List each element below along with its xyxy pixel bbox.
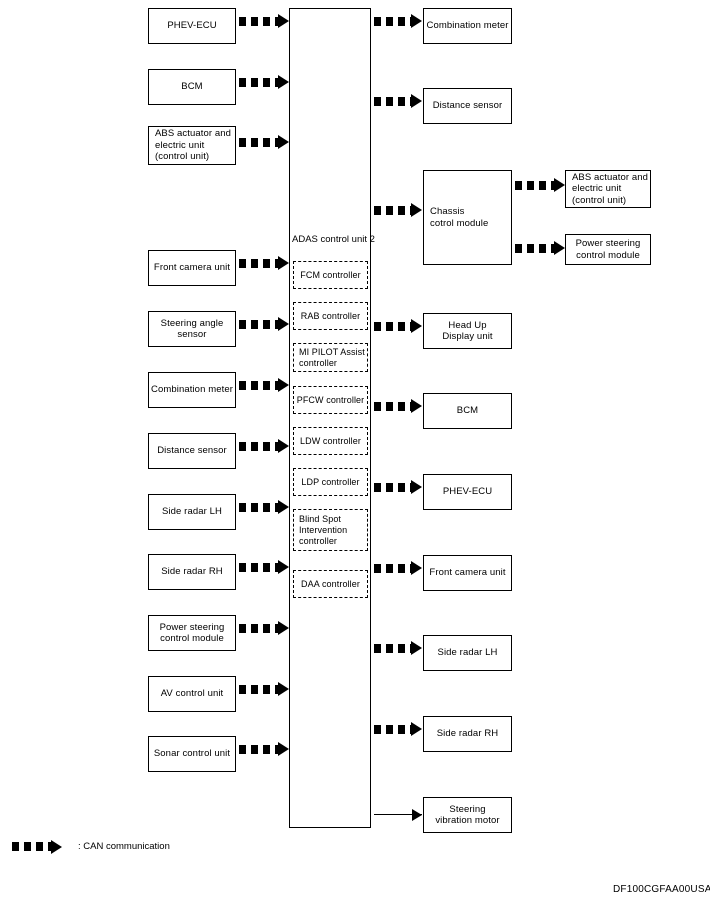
- input-node-phev-ecu: PHEV-ECU: [148, 8, 236, 44]
- output-node-phev-ecu-label: PHEV-ECU: [442, 486, 493, 498]
- output-node-bcm-label: BCM: [456, 405, 479, 417]
- input-node-phev-ecu-label: PHEV-ECU: [167, 20, 217, 32]
- sub-controller-rab-controller: RAB controller: [293, 302, 368, 330]
- input-node-front-camera-unit-label: Front camera unit: [153, 262, 231, 274]
- output-node-head-up-display-unit: Head Up Display unit: [423, 313, 512, 349]
- output-node-distance-sensor: Distance sensor: [423, 88, 512, 124]
- far-right-node-abs-actuator-and-electric-unit-control-u: ABS actuator and electric unit (control …: [565, 170, 651, 208]
- can-arrow-to-side-radar-lh: [374, 641, 422, 655]
- input-node-combination-meter: Combination meter: [148, 372, 236, 408]
- output-node-side-radar-lh-label: Side radar LH: [437, 647, 498, 659]
- can-arrow-from-abs-actuator-and-electric-unit-control-u: [239, 135, 289, 149]
- input-node-steering-angle-sensor: Steering angle sensor: [148, 311, 236, 347]
- output-node-front-camera-unit-label: Front camera unit: [429, 567, 506, 579]
- input-node-av-control-unit-label: AV control unit: [160, 688, 224, 700]
- can-communication-arrow-icon: [12, 839, 62, 854]
- input-node-steering-angle-sensor-label: Steering angle sensor: [160, 317, 224, 341]
- legend: : CAN communication: [12, 839, 170, 854]
- can-arrow-from-side-radar-rh: [239, 560, 289, 574]
- adas-control-unit-2-label: ADAS control unit 2: [292, 234, 375, 245]
- sub-controller-fcm-controller: FCM controller: [293, 261, 368, 289]
- output-node-chassis-cotrol-module-label: Chassis cotrol module: [430, 206, 489, 229]
- input-node-abs-actuator-and-electric-unit-control-u-label: ABS actuator and electric unit (control …: [155, 128, 232, 163]
- can-arrow-to-head-up-display-unit: [374, 319, 422, 333]
- input-node-sonar-control-unit: Sonar control unit: [148, 736, 236, 772]
- can-arrow-to-combination-meter: [374, 14, 422, 28]
- can-arrow-to-side-radar-rh: [374, 722, 422, 736]
- can-arrow-chassis-to-power-steering-control-module: [515, 241, 565, 255]
- far-right-node-abs-actuator-and-electric-unit-control-u-label: ABS actuator and electric unit (control …: [572, 171, 649, 206]
- can-arrow-to-chassis-cotrol-module: [374, 203, 422, 217]
- can-arrow-from-av-control-unit: [239, 682, 289, 696]
- sub-controller-ldp-controller: LDP controller: [293, 468, 368, 496]
- output-node-front-camera-unit: Front camera unit: [423, 555, 512, 591]
- can-arrow-from-sonar-control-unit: [239, 742, 289, 756]
- output-node-distance-sensor-label: Distance sensor: [432, 100, 503, 112]
- input-node-sonar-control-unit-label: Sonar control unit: [153, 748, 231, 760]
- can-arrow-from-phev-ecu: [239, 14, 289, 28]
- input-node-distance-sensor: Distance sensor: [148, 433, 236, 469]
- sub-controller-label: RAB controller: [300, 310, 361, 321]
- input-node-side-radar-rh-label: Side radar RH: [161, 566, 223, 578]
- can-arrow-to-distance-sensor: [374, 94, 422, 108]
- solid-arrow-to-steering-vibration-motor: [374, 808, 422, 821]
- sub-controller-pfcw-controller: PFCW controller: [293, 386, 368, 414]
- sub-controller-label: FCM controller: [300, 269, 361, 280]
- output-node-combination-meter-label: Combination meter: [426, 20, 509, 32]
- adas-control-unit-2-box: [289, 8, 371, 828]
- input-node-abs-actuator-and-electric-unit-control-u: ABS actuator and electric unit (control …: [148, 126, 236, 165]
- output-node-bcm: BCM: [423, 393, 512, 429]
- can-arrow-from-distance-sensor: [239, 439, 289, 453]
- can-arrow-to-front-camera-unit: [374, 561, 422, 575]
- sub-controller-label: Blind Spot Intervention controller: [299, 513, 348, 546]
- output-node-side-radar-rh-label: Side radar RH: [436, 728, 499, 740]
- document-code: DF100CGFAA00USA: [613, 884, 710, 895]
- can-arrow-from-power-steering-control-module: [239, 621, 289, 635]
- can-arrow-from-side-radar-lh: [239, 500, 289, 514]
- output-node-chassis-cotrol-module: Chassis cotrol module: [423, 170, 512, 265]
- input-node-power-steering-control-module: Power steering control module: [148, 615, 236, 651]
- output-node-steering-vibration-motor-label: Steering vibration motor: [435, 803, 500, 827]
- sub-controller-label: MI PILOT Assist controller: [299, 346, 365, 368]
- far-right-node-power-steering-control-module: Power steering control module: [565, 234, 651, 265]
- can-arrow-from-front-camera-unit: [239, 256, 289, 270]
- input-node-bcm-label: BCM: [181, 81, 203, 93]
- can-arrow-from-steering-angle-sensor: [239, 317, 289, 331]
- output-node-phev-ecu: PHEV-ECU: [423, 474, 512, 510]
- sub-controller-daa-controller: DAA controller: [293, 570, 368, 598]
- output-node-steering-vibration-motor: Steering vibration motor: [423, 797, 512, 833]
- input-node-side-radar-rh: Side radar RH: [148, 554, 236, 590]
- input-node-av-control-unit: AV control unit: [148, 676, 236, 712]
- sub-controller-ldw-controller: LDW controller: [293, 427, 368, 455]
- input-node-side-radar-lh: Side radar LH: [148, 494, 236, 530]
- output-node-head-up-display-unit-label: Head Up Display unit: [442, 319, 493, 343]
- can-arrow-from-bcm: [239, 75, 289, 89]
- sub-controller-label: LDP controller: [301, 476, 360, 487]
- input-node-bcm: BCM: [148, 69, 236, 105]
- can-arrow-to-phev-ecu: [374, 480, 422, 494]
- sub-controller-label: PFCW controller: [296, 394, 365, 405]
- input-node-side-radar-lh-label: Side radar LH: [162, 506, 222, 518]
- can-arrow-to-bcm: [374, 399, 422, 413]
- can-arrow-from-combination-meter: [239, 378, 289, 392]
- far-right-node-power-steering-control-module-label: Power steering control module: [575, 238, 641, 261]
- sub-controller-blind-spot-intervention-controller: Blind Spot Intervention controller: [293, 509, 368, 551]
- output-node-side-radar-lh: Side radar LH: [423, 635, 512, 671]
- output-node-side-radar-rh: Side radar RH: [423, 716, 512, 752]
- sub-controller-label: LDW controller: [300, 435, 361, 446]
- input-node-front-camera-unit: Front camera unit: [148, 250, 236, 286]
- sub-controller-mi-pilot-assist-controller: MI PILOT Assist controller: [293, 343, 368, 372]
- input-node-distance-sensor-label: Distance sensor: [157, 445, 227, 457]
- input-node-power-steering-control-module-label: Power steering control module: [159, 621, 225, 645]
- sub-controller-label: DAA controller: [301, 578, 360, 589]
- legend-label: : CAN communication: [78, 841, 170, 852]
- input-node-combination-meter-label: Combination meter: [151, 384, 233, 396]
- output-node-combination-meter: Combination meter: [423, 8, 512, 44]
- can-arrow-chassis-to-abs-actuator-and-electric-unit-control-u: [515, 178, 565, 192]
